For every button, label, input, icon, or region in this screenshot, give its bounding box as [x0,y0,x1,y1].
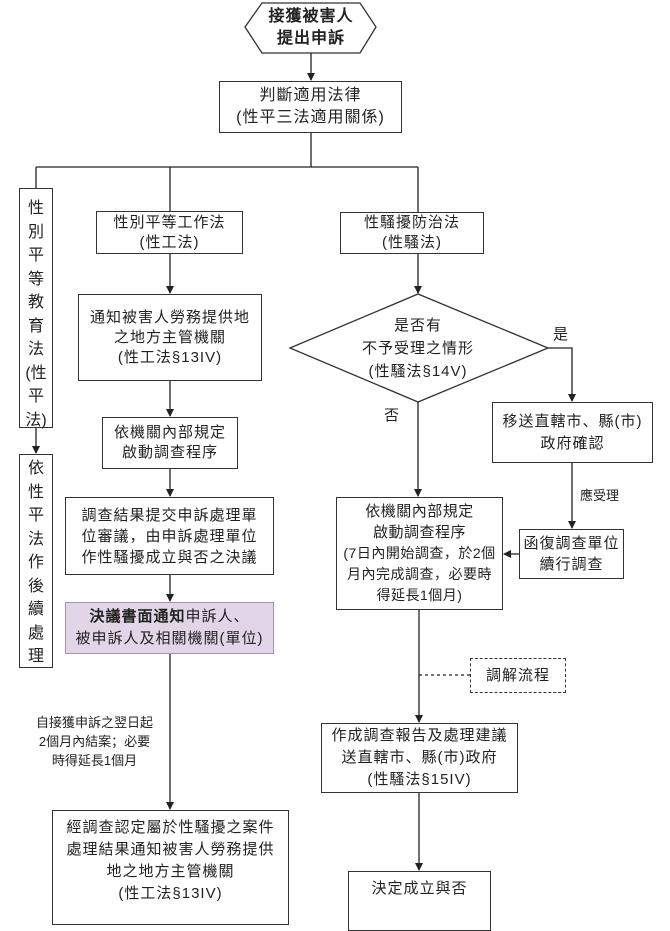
written-notice-bold: 決議書面通知 [89,608,186,625]
vertical-char: 育 [27,317,44,335]
vertical-char: 依 [27,460,44,477]
reply-unit-line: 函復調查單位 [523,535,620,552]
decide-line: 決定成立與否 [371,880,468,897]
gender-equity-education-act-node: 性 別 平 等 教 育 法 (性 平 法) [19,188,53,429]
submit-results-node: 調查結果提交申訴處理單 位審議，由申訴處理單位 作性騷擾成立與否之決議 [65,497,274,575]
vertical-char: 續 [27,601,44,618]
determine-law-line: 判斷適用法律 [259,87,362,104]
vertical-char: 平 [27,507,44,524]
submit-results-line: 調查結果提交申訴處理單 [81,506,258,524]
deadline-note-line: 2個月內結案；必要 [38,734,151,749]
reply-unit-line: 續行調查 [539,556,604,573]
reply-unit-node: 函復調查單位 續行調查 [519,529,624,579]
decision-line: 是否有 [393,316,442,334]
report-line: 作成調查報告及處理建議 [331,727,508,744]
vertical-char: 平 [27,388,44,405]
vertical-char: 處 [27,624,44,642]
decision-node: 是否有 不予受理之情形 (性騷法§14V) [330,312,506,384]
sexual-harassment-prevention-act-node: 性騷擾防治法 (性騷法) [340,212,484,254]
harassment-act-line: (性騷法) [382,234,442,251]
employment-act-line: (性工法) [139,233,200,251]
vertical-char: 別 [27,223,44,241]
notify-authority-line: 通知被害人勞務提供地 [89,308,250,326]
vertical-char: 教 [27,294,44,311]
notify-labor-authority-node: 通知被害人勞務提供地 之地方主管機關 (性工法§13IV) [78,294,262,381]
harassment-act-line: 性騷擾防治法 [363,214,460,231]
written-notice-line: 被申訴人及相關機關(單位) [75,630,264,647]
deadline-note-line: 自接獲申訴之翌日起 [35,715,153,730]
investigation-right-line: 得延長1個月) [376,587,463,603]
employment-act-line: 性別平等工作法 [113,213,226,231]
deadline-note-line: 時得延長1個月 [51,753,138,768]
notify-authority-line: (性工法§13IV) [117,348,223,366]
connector-decision-yes [548,347,576,402]
final-notify-line: 經調查認定屬於性騷擾之案件 [66,819,275,836]
mediation-label: 調解流程 [485,666,550,684]
start-node-line: 接獲被害人 [268,8,354,25]
determine-law-line: (性平三法適用關係) [236,109,385,126]
decision-line: 不予受理之情形 [361,339,474,357]
should-accept-label: 應受理 [580,488,620,503]
vertical-char: (性 [25,364,47,382]
investigation-right-line: (7日內開始調查，於2個 [343,545,496,561]
yes-label: 是 [553,326,569,343]
notify-authority-line: 之地方主管機關 [113,328,226,346]
follow-up-under-act-node: 依 性 平 法 作 後 續 處 理 [19,454,53,668]
start-node: 接獲被害人 提出申訴 [262,3,360,53]
submit-results-line: 作性騷擾成立與否之決議 [81,548,258,566]
vertical-char: 法) [25,411,47,429]
determine-law-node: 判斷適用法律 (性平三法適用關係) [219,81,402,133]
flowchart-connectors [32,2,576,871]
report-node: 作成調查報告及處理建議 送直轄市、縣(市)政府 (性騷法§15IV) [321,723,518,793]
no-label: 否 [384,407,400,424]
transfer-gov-line: 移送直轄市、縣(市) [502,412,643,430]
report-line: (性騷法§15IV) [367,771,472,788]
vertical-char: 性 [27,200,44,217]
investigation-right-line: 月內完成調查，必要時 [347,566,492,582]
investigation-right-line: 啟動調查程序 [372,524,466,541]
written-notice-rest: 申訴人、 [185,608,250,625]
vertical-char: 等 [27,270,44,288]
start-terminator-shape [244,2,377,54]
start-investigation-right-node: 依機關內部規定 啟動調查程序 (7日內開始調查，於2個 月內完成調查，必要時 得… [336,497,503,610]
investigation-left-line: 依機關內部規定 [113,424,226,441]
final-notify-line: 處理結果通知被害人勞務提供 [66,841,275,858]
vertical-char: 平 [27,247,44,264]
vertical-char: 法 [27,341,44,358]
deadline-note: 自接獲申訴之翌日起 2個月內結案；必要 時得延長1個月 [22,713,167,770]
mediation-process-node: 調解流程 [470,658,566,693]
investigation-right-line: 依機關內部規定 [365,503,474,520]
vertical-char: 性 [27,483,44,501]
vertical-char: 理 [27,648,44,665]
gender-equality-employment-act-node: 性別平等工作法 (性工法) [96,211,243,254]
transfer-gov-node: 移送直轄市、縣(市) 政府確認 [492,402,653,463]
submit-results-line: 位審議，由申訴處理單位 [81,527,258,545]
vertical-char: 法 [27,530,44,548]
final-notify-line: 地之地方主管機關 [106,863,235,880]
start-investigation-left-node: 依機關內部規定 啟動調查程序 [102,417,238,469]
written-notice-node: 決議書面通知申訴人、 被申訴人及相關機關(單位) [65,602,274,654]
transfer-gov-line: 政府確認 [540,434,605,452]
vertical-char: 後 [27,577,44,595]
investigation-left-line: 啟動調查程序 [121,444,218,461]
report-line: 送直轄市、縣(市)政府 [341,749,498,766]
final-notify-line: (性工法§13IV) [118,885,223,902]
vertical-char: 作 [27,554,44,571]
start-node-line: 提出申訴 [276,30,345,47]
decide-node: 決定成立與否 [348,871,491,931]
final-notify-node: 經調查認定屬於性騷擾之案件 處理結果通知被害人勞務提供 地之地方主管機關 (性工… [52,810,289,925]
written-notice-line: 決議書面通知申訴人、 [89,606,249,628]
decision-line: (性騷法§14V) [368,362,468,380]
